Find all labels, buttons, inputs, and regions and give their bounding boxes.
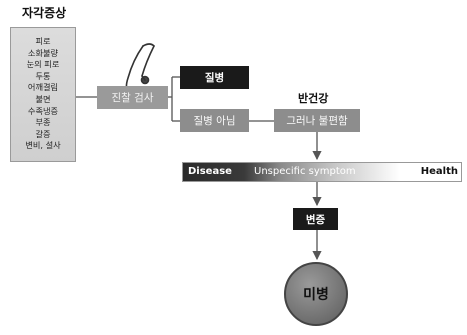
symptom-item: 소화불량: [27, 47, 59, 58]
symptom-item: 눈의 피로: [26, 59, 60, 70]
symptom-list: 피로 소화불량 눈의 피로 두통 어깨결림 불면 수족냉증 부종 갈증 변비, …: [10, 27, 76, 162]
disease-box: 질병: [180, 66, 249, 89]
examination-box: 진찰 검사: [97, 86, 168, 109]
but-uncomfortable-box: 그러나 불편함: [274, 109, 360, 132]
spectrum-unspecific-label: Unspecific symptom: [254, 166, 356, 177]
symptom-item: 불면: [35, 93, 51, 104]
health-spectrum-bar: Disease Unspecific symptom Health: [182, 162, 462, 182]
symptom-item: 두통: [35, 70, 51, 81]
spectrum-disease-label: Disease: [188, 166, 232, 177]
pre-disease-circle: 미병: [284, 262, 348, 326]
half-health-label: 반건강: [298, 92, 329, 105]
pre-disease-label: 미병: [303, 287, 329, 303]
symptom-item: 피로: [35, 36, 51, 46]
symptom-item: 수족냉증: [27, 105, 59, 116]
symptoms-title: 자각증상: [22, 6, 67, 20]
symptom-item: 부종: [35, 117, 51, 128]
progression-box: 변증: [293, 208, 338, 230]
spectrum-health-label: Health: [420, 166, 458, 177]
symptom-item: 변비, 설사: [25, 140, 61, 151]
symptom-item: 갈증: [35, 128, 51, 139]
not-disease-box: 질병 아님: [180, 109, 249, 132]
symptom-item: 어깨결림: [27, 82, 59, 93]
